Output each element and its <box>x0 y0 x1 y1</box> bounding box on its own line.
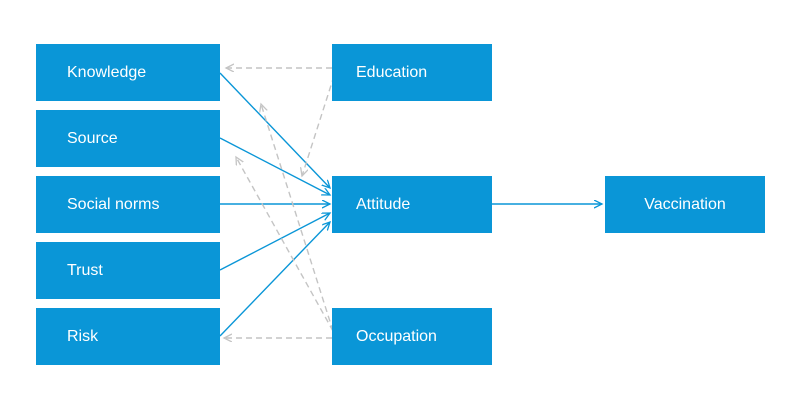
node-label: Risk <box>67 327 99 345</box>
node-label: Occupation <box>356 327 437 345</box>
node-label: Education <box>356 63 428 81</box>
node-label: Trust <box>67 261 103 279</box>
node-risk: Risk <box>36 308 220 365</box>
edge-source-attitude <box>219 137 330 195</box>
node-label: Vaccination <box>644 195 726 213</box>
edge-trust-attitude <box>219 213 330 271</box>
edge-occupation-source <box>236 157 334 332</box>
node-attitude: Attitude <box>332 176 492 233</box>
node-label: Social norms <box>67 195 160 213</box>
node-label: Attitude <box>356 195 411 213</box>
node-social-norms: Social norms <box>36 176 220 233</box>
edge-knowledge-attitude <box>219 72 330 188</box>
node-vaccination: Vaccination <box>605 176 765 233</box>
node-label: Knowledge <box>67 63 147 81</box>
edge-risk-attitude <box>219 222 330 337</box>
node-education: Education <box>332 44 492 101</box>
node-knowledge: Knowledge <box>36 44 220 101</box>
edge-education-attitude <box>302 75 335 176</box>
node-occupation: Occupation <box>332 308 492 365</box>
node-label: Source <box>67 129 118 147</box>
node-source: Source <box>36 110 220 167</box>
node-trust: Trust <box>36 242 220 299</box>
